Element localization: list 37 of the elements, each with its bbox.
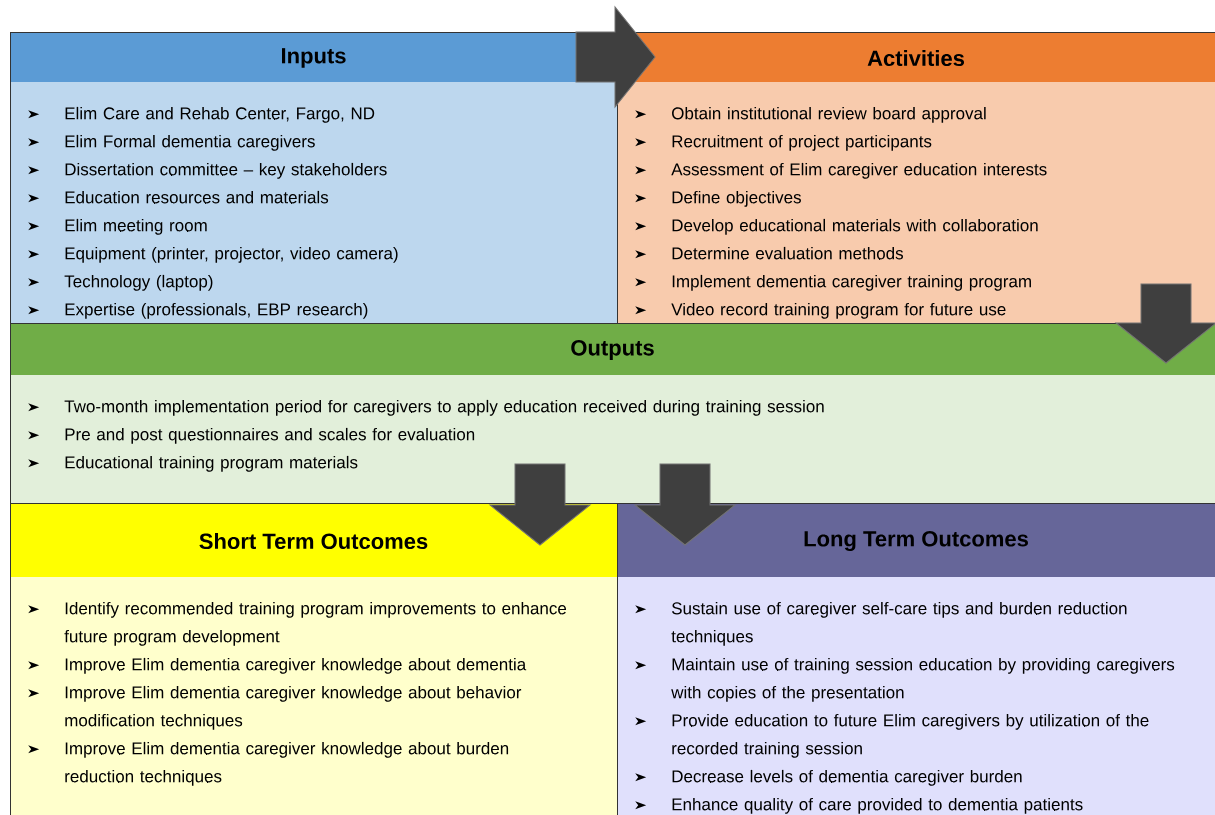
list-item: Provide education to future Elim caregivers by utilization of the recorded training session <box>672 713 1149 758</box>
panel-heading: Short Term Outcomes <box>199 532 428 550</box>
list-item: Sustain use of caregiver self-care tips and burden reduction techniques <box>671 601 1127 646</box>
list-item: Decrease levels of dementia caregiver burden <box>672 769 1022 786</box>
list-item: Video record training program for future use <box>671 302 1006 319</box>
list-item: Determine evaluation methods <box>672 246 903 260</box>
block-arrow <box>489 463 591 546</box>
block-arrow <box>575 6 656 108</box>
panel-heading: Inputs <box>282 48 346 68</box>
list-item: Elim meeting room <box>65 218 207 235</box>
list-item: Dissertation committee – key stakeholders <box>65 162 387 179</box>
list-item: Enhance quality of care provided to dementia patients <box>672 797 1083 814</box>
list-item: Equipment (printer, projector, video camera) <box>65 246 398 263</box>
list-item: Develop educational materials with collaboration <box>672 218 1038 235</box>
list-item: Improve Elim dementia caregiver knowledge about dementia <box>65 657 527 674</box>
list-item: Technology (laptop) <box>64 274 213 291</box>
list-item: Expertise (professionals, EBP research) <box>65 302 368 319</box>
list-item: Education resources and materials <box>65 190 329 204</box>
list-item: Maintain use of training session education by providing caregivers with copies of the presentation <box>671 657 1175 702</box>
panel-heading: Activities <box>867 49 964 67</box>
list-item: Assessment of Elim caregiver education interests <box>671 162 1047 179</box>
panel-heading: Long Term Outcomes <box>804 531 1028 551</box>
block-arrow <box>634 463 736 546</box>
list-item: Identify recommended training program improvements to enhance future program development <box>64 601 567 646</box>
list-item: Implement dementia caregiver training program <box>672 274 1031 291</box>
list-item: Obtain institutional review board approval <box>672 106 986 123</box>
list-item: Improve Elim dementia caregiver knowledge about behavior modification techniques <box>65 685 522 730</box>
list-item: Two-month implementation period for caregivers to apply education received during training session <box>64 399 824 416</box>
list-item: Recruitment of project participants <box>672 134 932 151</box>
list-item: Define objectives <box>672 190 801 207</box>
list-item: Elim Formal dementia caregivers <box>65 134 315 151</box>
list-item: Improve Elim dementia caregiver knowledge about burden reduction techniques <box>65 741 509 786</box>
block-arrow <box>1115 283 1215 364</box>
panel-heading: Outputs <box>571 340 654 360</box>
list-item: Elim Care and Rehab Center, Fargo, ND <box>65 106 375 123</box>
list-item: Pre and post questionnaires and scales for evaluation <box>65 427 475 444</box>
list-item: Educational training program materials <box>65 455 358 472</box>
